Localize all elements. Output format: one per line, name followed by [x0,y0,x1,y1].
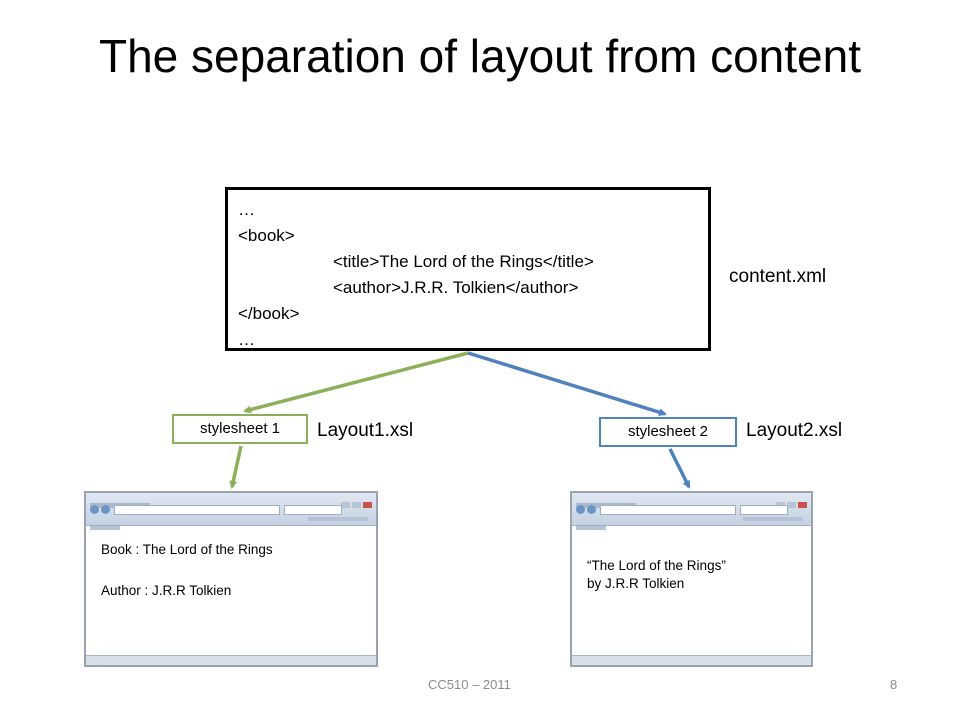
page-number: 8 [890,677,898,692]
arrow-to-stylesheet-1 [243,351,469,414]
footer-course: CC510 – 2011 [428,677,511,692]
layout2-filename-label: Layout2.xsl [746,420,843,441]
forward-icon [101,505,110,514]
xml-content-box: … <book> <title>The Lord of the Rings</t… [225,187,711,351]
back-icon [90,505,99,514]
layout1-filename-label: Layout1.xsl [317,420,414,441]
xml-line: </book> [238,304,300,323]
output-1-line-2: Author : J.R.R Tolkien [101,583,232,598]
xml-line: <book> [238,226,295,245]
search-box [283,505,342,515]
xml-line: … [238,200,255,219]
output-1-line-1: Book : The Lord of the Rings [101,542,273,557]
stylesheet-1-box: stylesheet 1 [172,414,308,444]
browser-window-output-2: “The Lord of the Rings” by J.R.R Tolkien [570,491,813,667]
close-icon [363,502,372,508]
forward-icon [587,505,596,514]
xml-line: <title>The Lord of the Rings</title> [333,252,594,271]
output-2-line-1: “The Lord of the Rings” [587,558,726,573]
address-bar [600,505,736,515]
back-icon [576,505,585,514]
browser-chrome [86,493,376,530]
browser-status-bar [572,655,811,665]
browser-window-output-1: Book : The Lord of the Rings Author : J.… [84,491,378,667]
search-box [739,505,789,515]
xml-line: … [238,330,255,349]
xml-line: <author>J.R.R. Tolkien</author> [333,278,579,297]
address-bar [114,505,280,515]
browser-status-bar [86,655,376,665]
xml-filename-label: content.xml [729,266,827,287]
output-2-line-2: by J.R.R Tolkien [587,576,685,591]
arrow-to-output-1 [229,445,243,489]
close-icon [798,502,807,508]
stylesheet-2-box: stylesheet 2 [599,417,737,447]
browser-chrome [572,493,811,530]
arrow-to-stylesheet-2 [467,351,667,417]
arrow-to-output-2 [668,448,691,489]
slide-title: The separation of layout from content [99,30,861,82]
